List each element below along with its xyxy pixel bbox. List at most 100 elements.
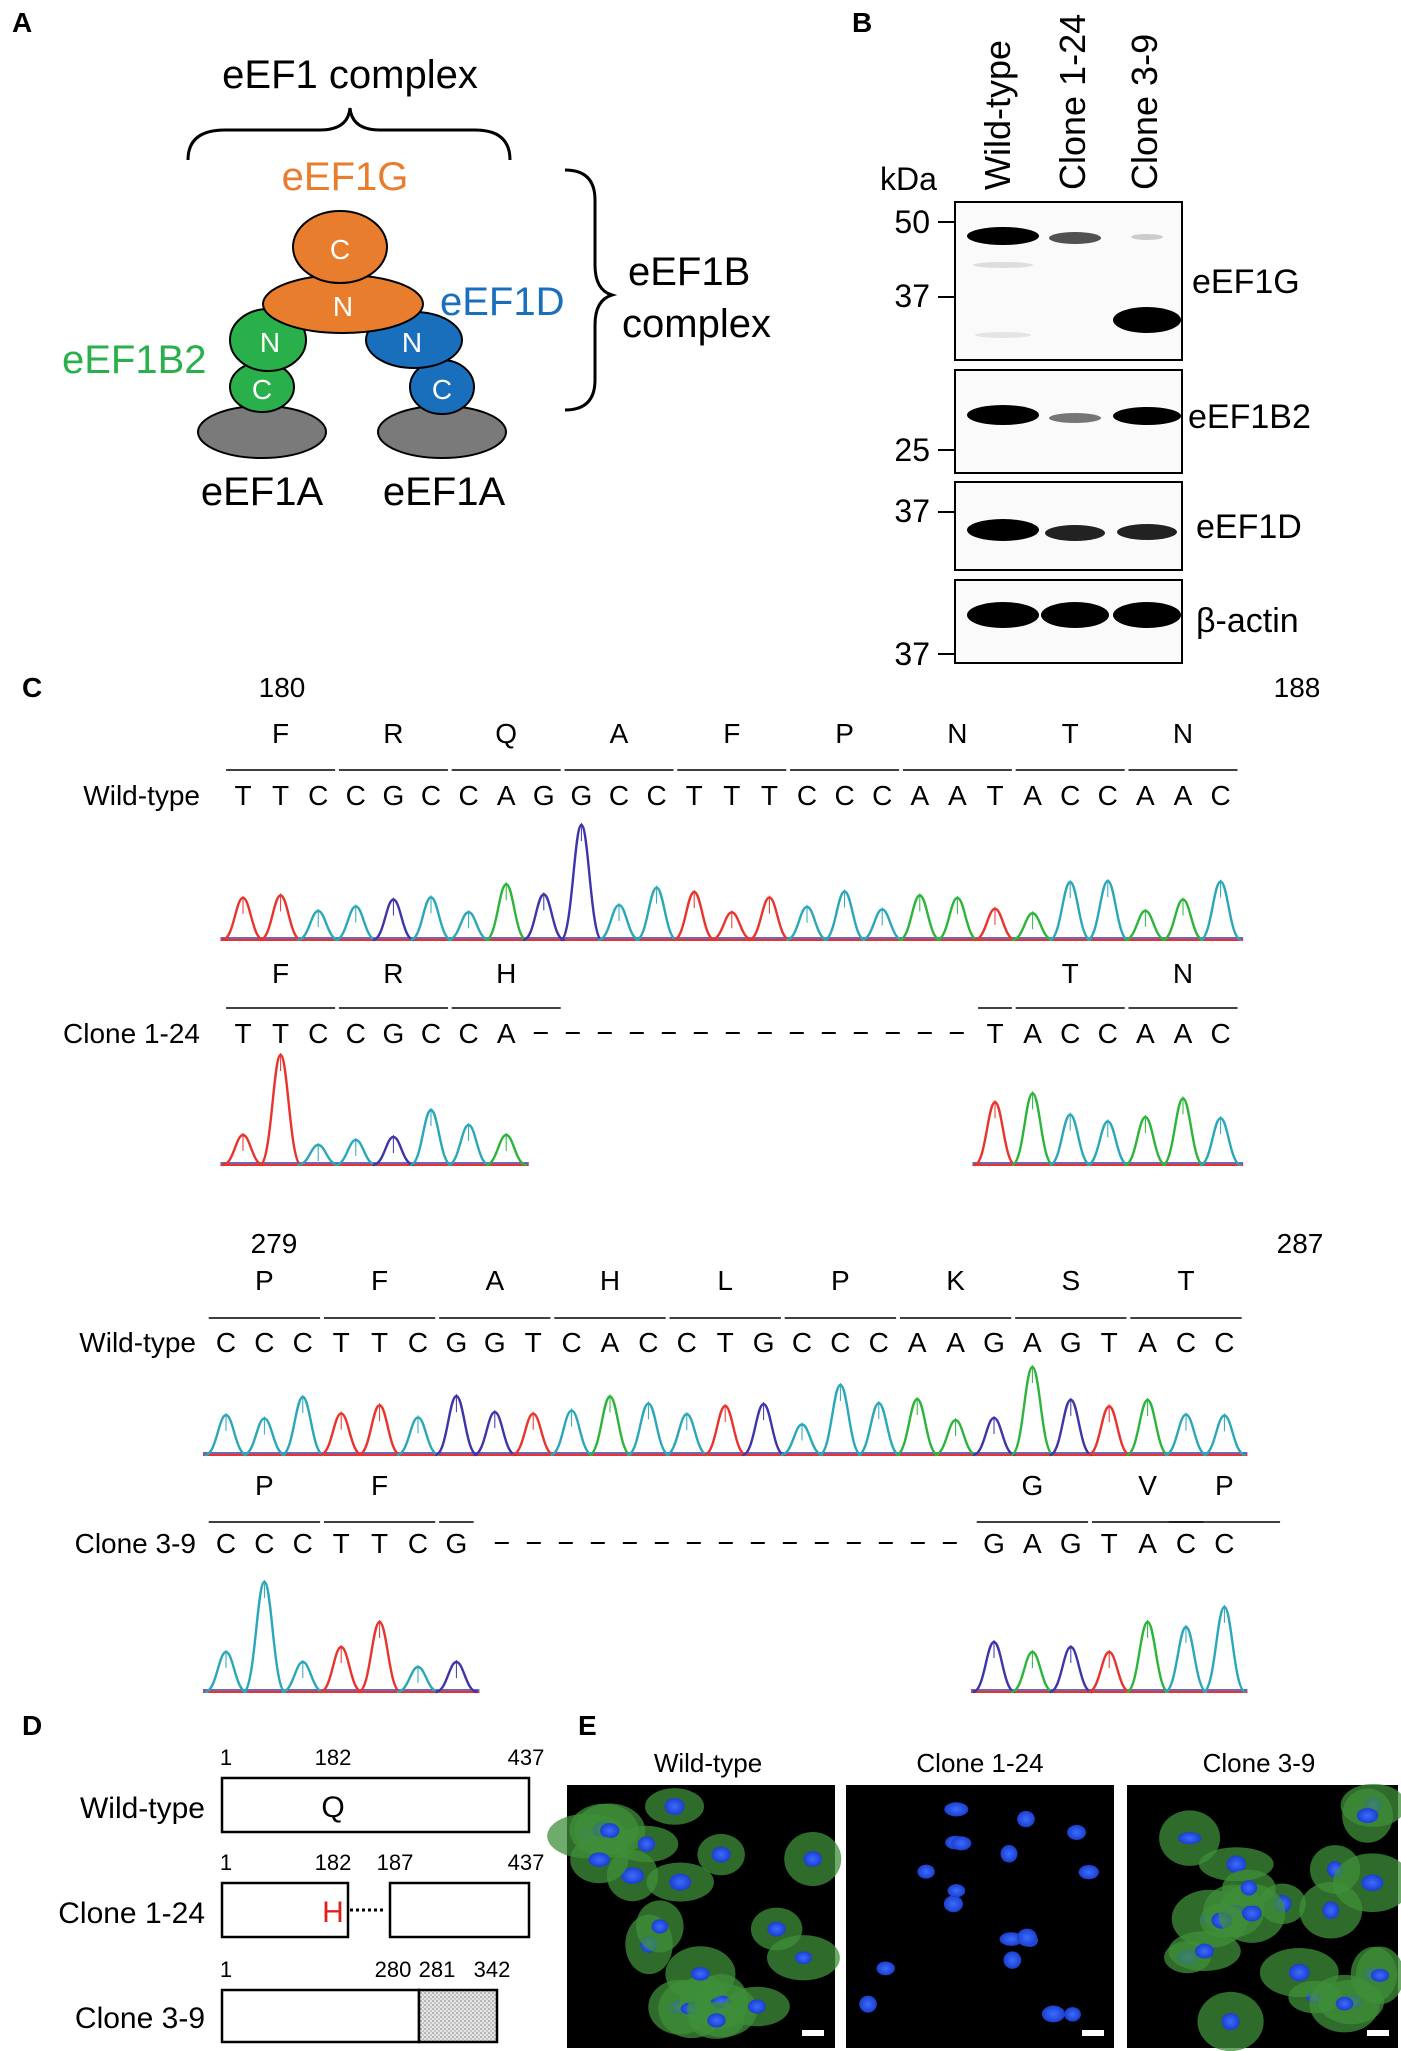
block2-mut-nt: C: [216, 1528, 236, 1559]
block2-wt-nt: C: [830, 1327, 850, 1358]
band-eef1b2-wt: [967, 405, 1039, 425]
block1-mut-right-aa: T: [1062, 958, 1079, 989]
marker-50: 50: [894, 204, 930, 240]
band-actin-wt: [967, 602, 1039, 628]
block2-wt-nt: A: [1023, 1327, 1042, 1358]
block1-wt-nt: T: [723, 780, 740, 811]
block1-wt-trace-peak: [559, 823, 604, 942]
band-eef1d-wt: [967, 519, 1039, 541]
block1-mut-right-nt: C: [1210, 1018, 1230, 1049]
nucleus: [1240, 1880, 1258, 1896]
blot-label-beta-actin: β-actin: [1196, 602, 1299, 640]
block1-mut-nt: C: [458, 1018, 478, 1049]
block2-wt-nt: C: [869, 1327, 889, 1358]
block1-wt-nt: A: [948, 780, 967, 811]
block2-mut-right-nt: C: [1176, 1528, 1196, 1559]
image-label-clone-3-9: Clone 3-9: [1203, 1748, 1316, 1778]
scale-bar-3-9: [1367, 2030, 1389, 2036]
block2-wt-aa: P: [255, 1265, 274, 1296]
block1-wt-nt: C: [421, 780, 441, 811]
block1-mut-right-nt: T: [986, 1018, 1003, 1049]
c124-pos-start: 1: [220, 1850, 232, 1875]
block2-wt-nt: T: [333, 1327, 350, 1358]
block2-wt-nt: C: [254, 1327, 274, 1358]
block1-mut-label: Clone 1-24: [63, 1018, 200, 1049]
block1-mut-nt: C: [308, 1018, 328, 1049]
block1-wt-nt: G: [571, 780, 593, 811]
block1-wt-nt: A: [910, 780, 929, 811]
nucleus: [669, 1873, 692, 1891]
c39-box-frameshift: [417, 1988, 499, 2044]
block1-wt-aa: F: [723, 718, 740, 749]
block1-wt-nt: T: [234, 780, 251, 811]
blot-label-eef1d: eEF1D: [1196, 508, 1302, 546]
eef1b2-label: eEF1B2: [62, 338, 207, 382]
block1-wt-label: Wild-type: [83, 780, 200, 811]
block2-mut-right-aa: G: [1022, 1470, 1044, 1501]
nucleus: [1078, 1865, 1099, 1880]
band-eef1g-3-9-truncated: [1113, 307, 1181, 333]
band-eef1d-3-9: [1117, 524, 1177, 540]
eef1d-c-label: C: [432, 374, 452, 405]
block2-wt-label: Wild-type: [79, 1327, 196, 1358]
block1-mut-nt: C: [421, 1018, 441, 1049]
panel-letter-e: E: [578, 1710, 597, 1741]
nucleus: [748, 1999, 766, 2014]
nucleus: [1335, 1996, 1354, 2011]
block2-mut-nt: C: [254, 1528, 274, 1559]
band-eef1g-wt-faint2: [975, 332, 1031, 338]
eef1g-c-domain: [292, 210, 388, 284]
block2-wt-nt: A: [908, 1327, 927, 1358]
block1-mut-aa: H: [496, 958, 516, 989]
block1-mut-nt: T: [234, 1018, 251, 1049]
nucleus: [1016, 1928, 1037, 1947]
lane-label-clone-3-9: Clone 3-9: [1124, 34, 1165, 190]
panel-e: E Wild-type Clone 1-24 Clone 3-9: [547, 1710, 1401, 2051]
c124-pos-end: 437: [508, 1850, 545, 1875]
block1-mut-right-nt: C: [1060, 1018, 1080, 1049]
eef1b-label-line2: complex: [622, 302, 771, 346]
c39-row-label: Clone 3-9: [75, 2002, 205, 2035]
nucleus: [1177, 1832, 1202, 1845]
marker-25: 25: [894, 432, 930, 468]
marker-37-c: 37: [894, 636, 930, 672]
eef1d-label: eEF1D: [440, 280, 565, 324]
nucleus: [803, 1851, 823, 1867]
nucleus: [1361, 1874, 1384, 1891]
block2-mut-right-aa: P: [1215, 1470, 1234, 1501]
block1-wt-aa: F: [272, 718, 289, 749]
eef1g-n-label: N: [333, 291, 353, 322]
nucleus: [690, 1966, 710, 1981]
block2-wt-nt: G: [983, 1327, 1005, 1358]
block2-wt-nt: G: [753, 1327, 775, 1358]
block2-wt-nt: T: [1101, 1327, 1118, 1358]
block1-end-pos: 188: [1274, 672, 1321, 703]
c124-pos-182: 182: [315, 1850, 352, 1875]
micrograph-clone-3-9: [1127, 1783, 1401, 2051]
block2-wt-aa: A: [485, 1265, 504, 1296]
block2-mut-nt: T: [371, 1528, 388, 1559]
band-eef1g-wt-faint: [973, 262, 1033, 268]
block2-end-pos: 287: [1277, 1228, 1324, 1259]
c124-pos-187: 187: [377, 1850, 414, 1875]
micrograph-wild-type: [547, 1785, 842, 2048]
nucleus: [1322, 1901, 1340, 1920]
block1-mut-aa: F: [272, 958, 289, 989]
block1-wt-nt: G: [533, 780, 555, 811]
kda-label: kDa: [880, 161, 937, 197]
block1-wt-aa: P: [835, 718, 854, 749]
c39-pos-280: 280: [375, 1957, 412, 1982]
block2-wt-nt: C: [1176, 1327, 1196, 1358]
block1-mut-nt: T: [272, 1018, 289, 1049]
nucleus: [651, 1919, 669, 1934]
block1-wt-aa: Q: [495, 718, 517, 749]
block2-mut-nt: G: [446, 1528, 468, 1559]
block2-start-pos: 279: [251, 1228, 298, 1259]
block2-wt-nt: C: [677, 1327, 697, 1358]
band-eef1b2-3-9: [1113, 407, 1181, 425]
band-eef1g-wt: [967, 227, 1039, 245]
wt-protein-box: [220, 1776, 531, 1834]
block2-wt-aa: F: [371, 1265, 388, 1296]
block2-wt-nt: C: [792, 1327, 812, 1358]
block1-wt-nt: C: [872, 780, 892, 811]
